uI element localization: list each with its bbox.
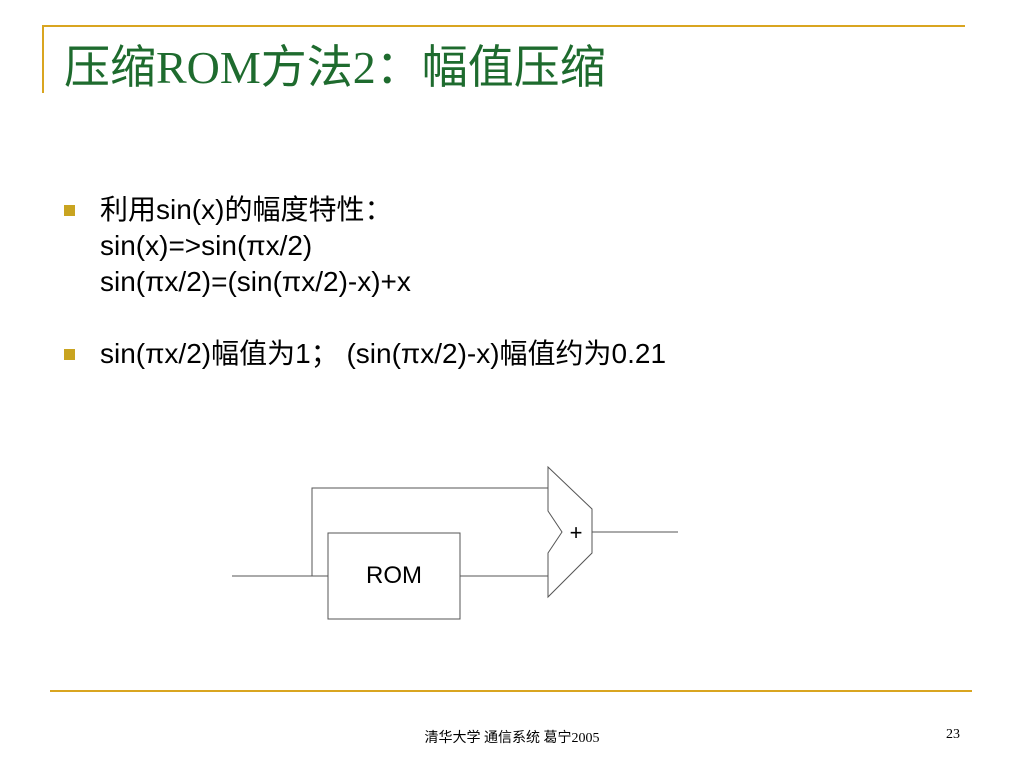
footer-divider [50,690,972,692]
bullet-square-icon [64,205,75,216]
bullet-text: 利用sin(x)的幅度特性： sin(x)=>sin(πx/2) sin(πx/… [100,192,944,300]
left-decor-line [42,25,44,93]
bullet-line: 利用sin(x)的幅度特性： [100,194,393,225]
bullet-square-icon [64,349,75,360]
bullet-item-2: sin(πx/2)幅值为1； (sin(πx/2)-x)幅值约为0.21 [64,336,944,372]
bullet-line: sin(πx/2)=(sin(πx/2)-x)+x [100,266,411,297]
slide-title: 压缩ROM方法2：幅值压缩 [64,42,606,93]
footer-text: 清华大学 通信系统 葛宁2005 [424,731,600,746]
bullet-line: sin(πx/2)幅值为1； (sin(πx/2)-x)幅值约为0.21 [100,338,667,369]
rom-label: ROM [366,562,422,589]
bullet-line: sin(x)=>sin(πx/2) [100,230,313,261]
adder-plus-label: + [569,520,583,545]
page-number: 23 [946,727,960,742]
bullet-item-1: 利用sin(x)的幅度特性： sin(x)=>sin(πx/2) sin(πx/… [64,192,944,300]
top-decor-line [42,25,965,27]
bullet-text: sin(πx/2)幅值为1； (sin(πx/2)-x)幅值约为0.21 [100,336,944,372]
